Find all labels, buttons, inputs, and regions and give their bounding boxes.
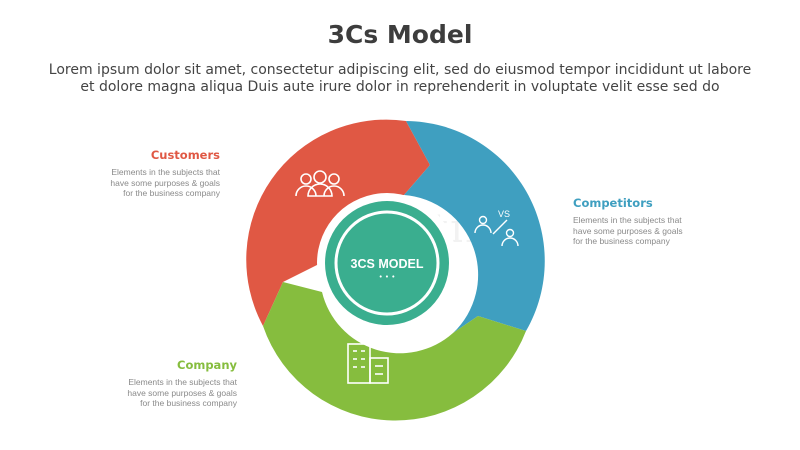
competitors-segment [404, 121, 545, 333]
page-subtitle: Lorem ipsum dolor sit amet, consectetur … [30, 62, 770, 96]
company-segment [263, 282, 526, 421]
description-line: for the business company [573, 236, 670, 247]
description-line: for the business company [123, 188, 220, 199]
customers-description: Elements in the subjects that have some … [80, 167, 220, 199]
subtitle-line: Lorem ipsum dolor sit amet, consectetur … [48, 62, 752, 78]
company-description: Elements in the subjects that have some … [97, 377, 237, 409]
description-line: Elements in the subjects that [573, 215, 682, 225]
office-building-icon [347, 343, 389, 384]
company-label: Company [177, 358, 237, 372]
customers-label: Customers [150, 148, 220, 162]
subtitle-line: et dolore magna aliqua Duis aute irure d… [80, 79, 720, 95]
center-label: 3CS MODEL [351, 257, 424, 271]
description-line: Elements in the subjects that [111, 167, 220, 177]
center-hub-outer [325, 201, 449, 325]
description-line: have some purposes & goals [127, 387, 237, 398]
people-group-icon [295, 170, 345, 197]
description-line: have some purposes & goals [110, 177, 220, 188]
competitors-label: Competitors [573, 196, 653, 210]
competitors-description: Elements in the subjects that have some … [573, 215, 713, 247]
description-line: have some purposes & goals [573, 225, 683, 236]
description-line: Elements in the subjects that [128, 377, 237, 387]
versus-icon-text: VS [498, 209, 510, 219]
center-hub-divider [334, 210, 440, 316]
page-title: 3Cs Model [327, 20, 473, 49]
description-line: for the business company [140, 398, 237, 409]
center-dots: • • • [379, 273, 396, 281]
versus-icon [474, 215, 519, 247]
